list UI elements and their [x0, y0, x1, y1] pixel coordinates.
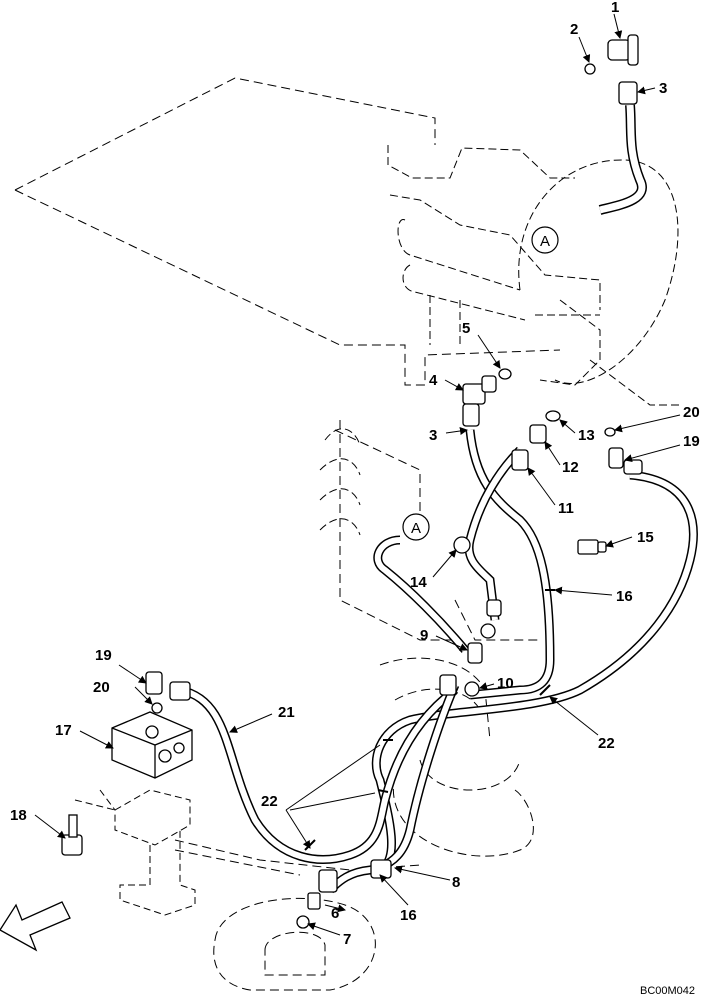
callout-4: 4	[429, 372, 438, 389]
bolt-icon	[577, 539, 599, 555]
callout-7: 7	[343, 931, 351, 948]
leader-lines	[34, 13, 681, 936]
callout-18: 18	[10, 807, 27, 824]
hoses	[178, 104, 698, 894]
callout-3: 3	[429, 427, 437, 444]
callout-12: 12	[562, 459, 579, 476]
callout-22: 22	[598, 735, 615, 752]
callout-20: 20	[93, 679, 110, 696]
callout-19: 19	[683, 433, 700, 450]
callout-8: 8	[452, 874, 460, 891]
figure-code: BC00M042	[640, 985, 695, 997]
upper-frame-outline	[14, 77, 561, 641]
callout-10: 10	[497, 675, 514, 692]
detail-a-label: A	[540, 233, 550, 250]
callout-16: 16	[400, 907, 417, 924]
elbow-fitting-icon	[607, 39, 631, 61]
detail-a-markers	[402, 226, 559, 541]
callout-6: 6	[331, 905, 339, 922]
valve-block	[111, 711, 193, 779]
callout-2: 2	[570, 21, 578, 38]
callout-15: 15	[637, 529, 654, 546]
detail-a-label: A	[411, 520, 421, 537]
mounting-bracket	[74, 789, 196, 916]
callout-14: 14	[410, 574, 427, 591]
callout-9: 9	[420, 627, 428, 644]
engine-fins	[319, 428, 361, 536]
fittings	[61, 34, 643, 929]
callout-1: 1	[611, 0, 619, 16]
callout-3: 3	[659, 80, 667, 97]
callout-11: 11	[558, 500, 574, 517]
callout-16: 16	[616, 588, 633, 605]
detail-a-ellipse	[518, 159, 679, 384]
callout-20: 20	[683, 404, 700, 421]
callout-19: 19	[95, 647, 112, 664]
callout-5: 5	[462, 320, 470, 337]
callout-17: 17	[55, 722, 72, 739]
hose-end-fitting-icon	[618, 81, 638, 105]
callout-13: 13	[578, 427, 595, 444]
callout-21: 21	[278, 704, 295, 721]
front-direction-arrow-icon	[0, 901, 71, 952]
callout-numbers: 1 2 3 5 4 20 3 13 19 12 11 15 16 14 9 19…	[10, 0, 700, 948]
pump-housing	[387, 145, 680, 406]
callout-22: 22	[261, 793, 278, 810]
